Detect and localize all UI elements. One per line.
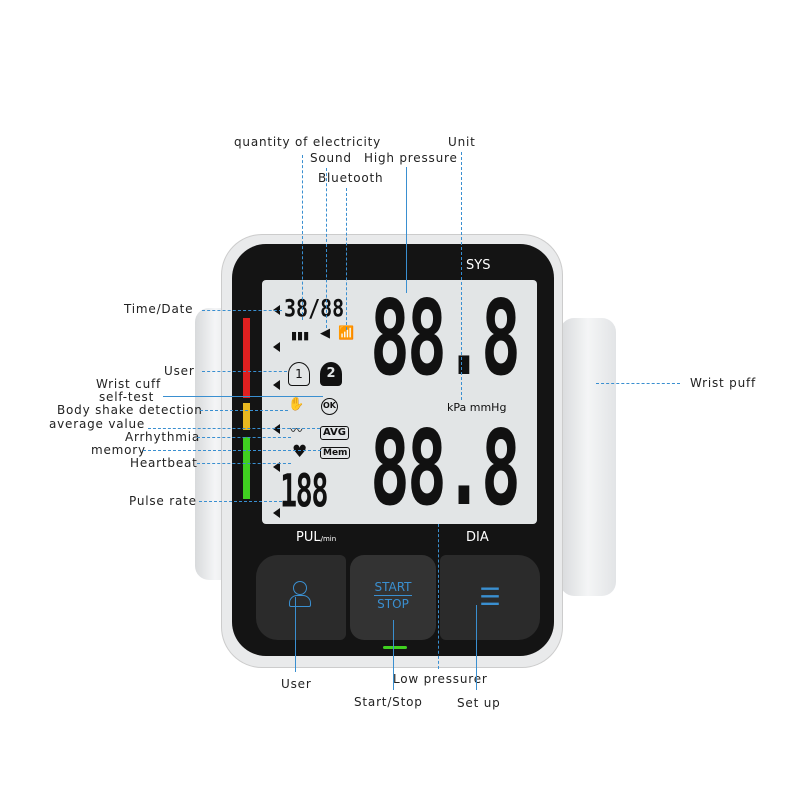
leader-line	[295, 597, 296, 672]
dia-display: 88.8	[370, 409, 521, 529]
label-bluetooth: Bluetooth	[318, 171, 384, 185]
leader-line	[200, 410, 288, 411]
status-led	[383, 646, 407, 649]
label-memory: memory	[91, 443, 146, 457]
leader-line	[393, 620, 394, 690]
bluetooth-icon: 📶	[338, 326, 355, 341]
leader-line	[148, 428, 320, 429]
pointer-icon	[273, 380, 280, 390]
label-set-up: Set up	[457, 696, 501, 710]
leader-line	[143, 450, 321, 451]
sys-label: SYS	[466, 258, 491, 273]
leader-line	[302, 155, 303, 320]
leader-line	[596, 383, 680, 384]
leader-line	[326, 168, 327, 328]
heart-icon: ♥	[292, 442, 308, 462]
user-button[interactable]	[256, 555, 346, 640]
pointer-icon	[273, 424, 280, 434]
speaker-icon: ◀	[320, 326, 330, 341]
label-wrist-puff: Wrist puff	[690, 376, 757, 390]
label-time-date: Time/Date	[124, 302, 194, 316]
pointer-icon	[273, 342, 280, 352]
pul-label: PUL/min	[296, 530, 336, 547]
green-indicator	[243, 437, 250, 499]
time-display: 38/88	[284, 293, 345, 323]
battery-icon: ▮▮▮	[291, 329, 310, 342]
label-body-shake: Body shake detection	[57, 403, 203, 417]
pointer-icon	[273, 462, 280, 472]
ok-icon: OK	[321, 398, 338, 415]
label-user-button: User	[281, 677, 312, 691]
pul-text: PUL	[296, 530, 321, 545]
leader-line	[163, 396, 323, 397]
lcd-screen	[262, 280, 537, 524]
label-heartbeat: Heartbeat	[130, 456, 198, 470]
leader-line	[438, 524, 439, 669]
label-high-pressure: High pressure	[364, 151, 458, 165]
start-text: START	[374, 580, 412, 596]
label-average: average value	[49, 417, 146, 431]
user-icon-body	[289, 595, 311, 607]
stop-text: STOP	[377, 597, 409, 611]
menu-icon: ☰	[479, 583, 501, 611]
leader-line	[197, 463, 291, 464]
label-electricity: quantity of electricity	[234, 135, 382, 149]
label-unit: Unit	[448, 135, 476, 149]
pulse-display: 188	[280, 464, 328, 518]
user1-icon: 1	[288, 362, 310, 386]
red-indicator	[243, 318, 250, 398]
right-cuff	[560, 318, 616, 596]
leader-line	[476, 605, 477, 690]
pointer-icon	[273, 508, 280, 518]
label-wrist-cuff: Wrist cuff	[96, 377, 162, 391]
user2-icon: 2	[320, 362, 342, 386]
leader-line	[199, 501, 282, 502]
mem-text: Mem	[323, 448, 348, 458]
label-pulse-rate: Pulse rate	[129, 494, 197, 508]
label-self-test: self-test	[99, 390, 155, 404]
user-icon	[293, 581, 307, 595]
user2-number: 2	[326, 366, 336, 381]
leader-line	[406, 167, 407, 293]
yellow-indicator	[243, 403, 250, 430]
leader-line	[202, 310, 282, 311]
leader-line	[346, 188, 347, 330]
avg-text: AVG	[323, 427, 347, 438]
mem-badge: Mem	[320, 447, 351, 460]
label-user: User	[164, 364, 195, 378]
ok-text: OK	[323, 401, 336, 410]
user1-number: 1	[295, 367, 303, 381]
shake-icon: ✋	[288, 397, 305, 412]
label-sound: Sound	[310, 151, 352, 165]
leader-line	[197, 437, 291, 438]
label-start-stop: Start/Stop	[354, 695, 423, 709]
label-low-pressure: Low pressurer	[393, 672, 488, 686]
leader-line	[202, 371, 287, 372]
arrhythmia-icon: 〰	[290, 424, 304, 439]
unit-text: kPa mmHg	[447, 401, 507, 414]
leader-line	[461, 152, 462, 400]
label-arrhythmia: Arrhythmia	[125, 430, 201, 444]
setup-button[interactable]: ☰	[440, 555, 540, 640]
dia-label: DIA	[466, 530, 489, 545]
avg-badge: AVG	[320, 426, 350, 440]
sys-display: 88.8	[370, 279, 521, 399]
per-min-text: /min	[320, 535, 337, 543]
